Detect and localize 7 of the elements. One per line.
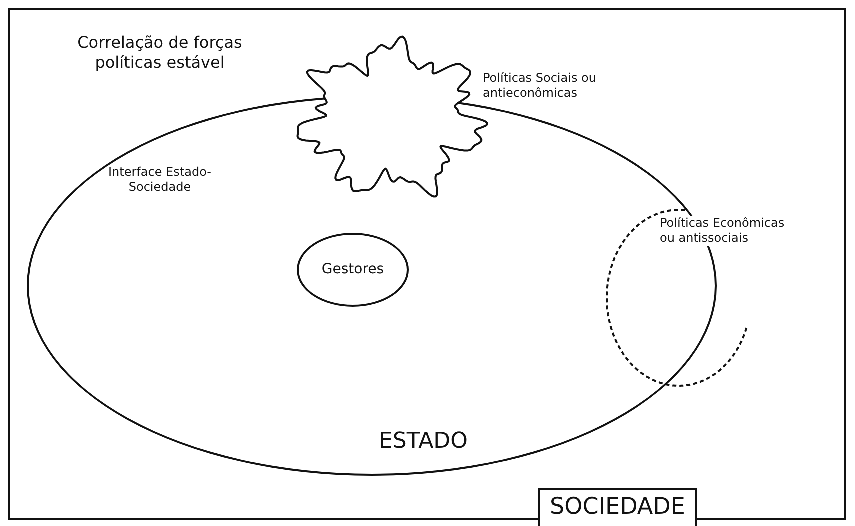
- frame-title: SOCIEDADE: [538, 488, 698, 526]
- annotation-text: Interface Estado-Sociedade: [108, 165, 212, 195]
- node-label: Gestores: [322, 261, 384, 279]
- node-label: ESTADO: [379, 428, 468, 456]
- ellipse-shape: [297, 233, 409, 307]
- annotation-text: Correlação de forças políticas estável: [76, 33, 244, 73]
- node-label: Políticas Sociais ou antieconômicas: [483, 71, 598, 101]
